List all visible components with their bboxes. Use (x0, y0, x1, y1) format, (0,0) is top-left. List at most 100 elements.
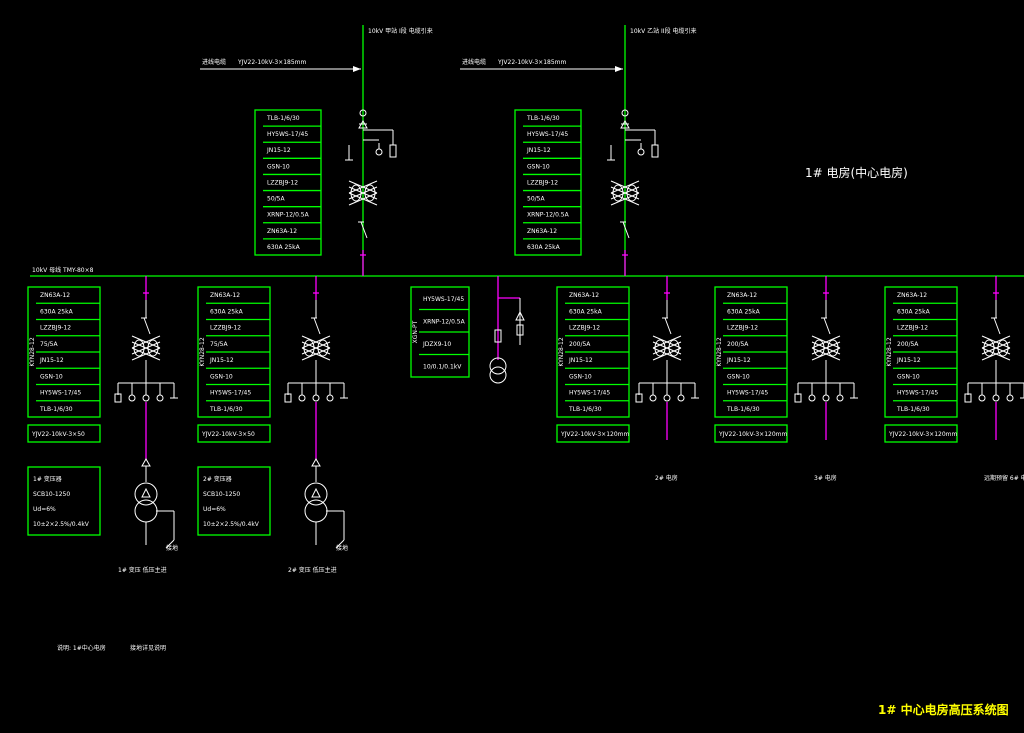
equipment-label: ZN63A-12 (897, 292, 927, 299)
switch-mesh-icon (811, 335, 841, 361)
equipment-label: GSN-10 (527, 163, 550, 170)
equipment-label: 50/5A (527, 196, 545, 203)
equipment-label: HY5WS-17/45 (267, 131, 308, 138)
panel-side-label: KYN28-12 (886, 337, 893, 366)
transformer-secondary-icon (134, 499, 158, 523)
indicator-icon (312, 394, 320, 402)
equipment-label: 630A 25kA (40, 308, 74, 315)
equipment-label: ZN63A-12 (40, 292, 70, 299)
equipment-label: TLB-1/6/30 (568, 406, 602, 413)
indicator-icon (978, 394, 986, 402)
fuse-icon (284, 393, 292, 403)
drawing-title: 1# 中心电房高压系统图 (878, 702, 1009, 717)
equipment-label: LZZBJ9-12 (527, 179, 558, 186)
transformer-spec: 1# 变压器 (33, 475, 62, 483)
equipment-label: HY5WS-17/45 (423, 296, 464, 303)
breaker-icon (311, 317, 321, 335)
equipment-label: ZN63A-12 (727, 292, 757, 299)
equipment-label: 75/5A (40, 341, 58, 348)
fuse-icon (516, 324, 524, 336)
equipment-panel: TLB-1/6/30HY5WS-17/45JN15-12GSN-10LZZBJ9… (254, 109, 322, 256)
panel-side-label: XGN-PT (412, 320, 419, 343)
arrester-icon (141, 457, 151, 467)
fuse-icon (635, 393, 643, 403)
equipment-label: JN15-12 (266, 147, 291, 154)
equipment-panel: TLB-1/6/30HY5WS-17/45JN15-12GSN-10LZZBJ9… (514, 109, 582, 256)
equipment-label: TLB-1/6/30 (526, 115, 560, 122)
equipment-label: JN15-12 (209, 357, 234, 364)
fuse-icon (494, 329, 502, 343)
indicator-icon (822, 394, 830, 402)
equipment-label: LZZBJ9-12 (267, 179, 298, 186)
equipment-label: GSN-10 (40, 373, 63, 380)
indicator-icon (156, 394, 164, 402)
equipment-label: ZN63A-12 (210, 292, 240, 299)
equipment-label: TLB-1/6/30 (39, 406, 73, 413)
equipment-label: 630A 25kA (569, 308, 603, 315)
equipment-label: 630A 25kA (527, 244, 561, 251)
equipment-label: JN15-12 (39, 357, 64, 364)
transformer-spec: 10±2×2.5%/0.4kV (203, 521, 260, 528)
transformer-spec: SCB10-1250 (33, 491, 70, 498)
pt-transformer-icon (489, 366, 507, 384)
note-text: 接地详见说明 (130, 644, 166, 652)
equipment-label: 10/0.1/0.1kV (423, 363, 462, 370)
equipment-label: JDZX9-10 (422, 341, 451, 348)
switch-mesh-icon (981, 335, 1011, 361)
indicator-icon (637, 148, 645, 156)
feeder-caption: 2# 电房 (655, 474, 678, 482)
panel-frame (514, 109, 582, 256)
equipment-label: JN15-12 (568, 357, 593, 364)
transformer-spec-box (197, 466, 271, 536)
breaker-icon (991, 317, 1001, 335)
indicator-icon (1006, 394, 1014, 402)
equipment-label: GSN-10 (569, 373, 592, 380)
arrow-label: 进线电缆 (462, 58, 486, 66)
equipment-label: GSN-10 (267, 163, 290, 170)
switch-mesh-icon (652, 335, 682, 361)
equipment-label: ZN63A-12 (527, 228, 557, 235)
feeder-caption: 2# 变压 低压主进 (288, 566, 337, 574)
ground-label: 接地 (336, 544, 348, 552)
equipment-label: HY5WS-17/45 (40, 390, 81, 397)
switch-mesh-icon (610, 180, 640, 206)
transformer-spec: Ud=6% (203, 506, 226, 513)
cable-spec: YJV22-10kV-3×120mm (560, 431, 630, 438)
equipment-label: JN15-12 (526, 147, 551, 154)
delta-icon (311, 487, 321, 498)
transformer-primary-icon (134, 482, 158, 506)
switch-mesh-icon (348, 180, 378, 206)
cable-spec: YJV22-10kV-3×120mm (888, 431, 958, 438)
busbar-label: 10kV 母线 TMY-80×8 (32, 266, 94, 274)
switch-mesh-icon (131, 335, 161, 361)
arrester-icon (358, 119, 368, 129)
equipment-label: 200/5A (727, 341, 749, 348)
equipment-label: 630A 25kA (210, 308, 244, 315)
breaker-icon (358, 221, 368, 239)
cable-spec: YJV22-10kV-3×50 (31, 431, 85, 438)
equipment-label: 630A 25kA (897, 308, 931, 315)
indicator-icon (808, 394, 816, 402)
ct-icon (621, 109, 629, 117)
panel-side-label: KYN28-12 (558, 337, 565, 366)
transformer-spec-box (27, 466, 101, 536)
indicator-icon (836, 394, 844, 402)
arrester-icon (515, 310, 525, 321)
indicator-icon (326, 394, 334, 402)
equipment-label: XRNP-12/0.5A (527, 212, 570, 219)
fuse-icon (794, 393, 802, 403)
cable-box (27, 424, 101, 443)
transformer-spec: Ud=6% (33, 506, 56, 513)
cable-box (556, 424, 630, 443)
panel-side-label: KYN28-12 (29, 337, 36, 366)
equipment-label: 50/5A (267, 196, 285, 203)
cable-spec: YJV22-10kV-3×120mm (718, 431, 788, 438)
